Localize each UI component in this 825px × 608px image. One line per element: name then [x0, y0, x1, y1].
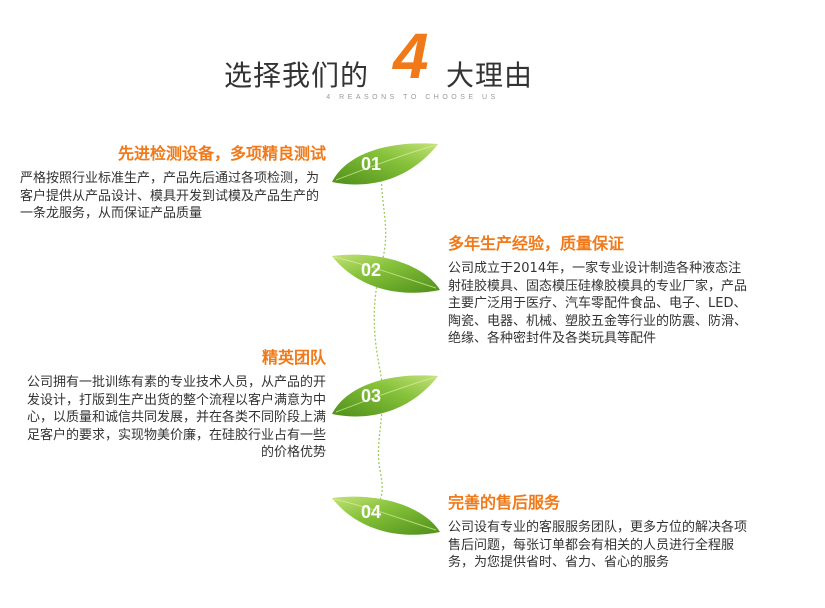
leaf-number: 02 — [361, 260, 382, 280]
leaf-icon — [332, 375, 438, 417]
leaf-number: 03 — [361, 386, 382, 406]
page-title-number: 4 — [393, 20, 429, 92]
reason-title: 精英团队 — [261, 348, 326, 367]
page-title-left: 选择我们的 — [224, 59, 370, 92]
reason-body: 严格按照行业标准生产，产品先后通过各项检测，为客户提供从产品设计、模具开发到试模… — [20, 171, 320, 221]
reason-card-1: 先进检测设备，多项精良测试 严格按照行业标准生产，产品先后通过各项检测，为客户提… — [20, 144, 326, 223]
leaf-badge-3: 03 — [328, 366, 448, 426]
leaf-badge-4: 04 — [328, 482, 448, 542]
leaf-badge-2: 02 — [328, 240, 448, 300]
leaf-icon — [332, 254, 440, 293]
leaf-badge-1: 01 — [328, 134, 448, 194]
leaf-number: 01 — [361, 154, 382, 174]
reason-body: 公司设有专业的客服服务团队，更多方位的解决各项售后问题，每张订单都会有相关的人员… — [448, 520, 748, 570]
reason-card-3: 精英团队 公司拥有一批训练有素的专业技术人员，从产品的开发设计，打版到生产出货的… — [20, 348, 326, 462]
page-subtitle: 4 REASONS TO CHOOSE US — [326, 94, 499, 101]
page-title-right: 大理由 — [446, 59, 534, 92]
reason-body: 公司拥有一批训练有素的专业技术人员，从产品的开发设计，打版到生产出货的整个流程以… — [26, 375, 326, 460]
reason-title: 先进检测设备，多项精良测试 — [117, 144, 326, 163]
reason-card-2: 多年生产经验，质量保证 公司成立于2014年，一家专业设计制造各种液态注射硅胶模… — [448, 234, 754, 348]
leaf-icon — [332, 143, 438, 185]
leaf-icon — [332, 496, 440, 535]
page-header: 选择我们的 4 大理由 4 REASONS TO CHOOSE US — [0, 22, 825, 102]
reason-title: 完善的售后服务 — [448, 493, 561, 512]
reason-card-4: 完善的售后服务 公司设有专业的客服服务团队，更多方位的解决各项售后问题，每张订单… — [448, 493, 754, 572]
leaf-number: 04 — [361, 502, 382, 522]
reason-body: 公司成立于2014年，一家专业设计制造各种液态注射硅胶模具、固态模压硅橡胶模具的… — [448, 261, 748, 346]
reason-title: 多年生产经验，质量保证 — [448, 234, 625, 253]
